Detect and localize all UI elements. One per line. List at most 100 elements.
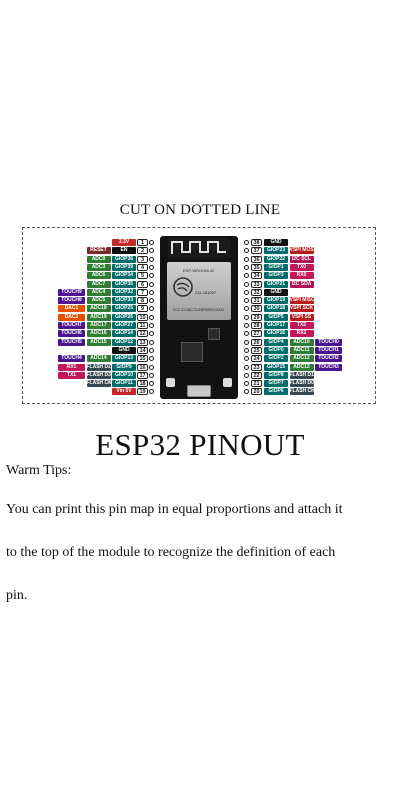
page-title: ESP32 PINOUT [95,427,305,462]
pin-label: TX1 [58,371,85,379]
pin-header-dot [149,323,154,328]
usb-serial-chip [181,342,203,362]
pin-label: GIOP0 [264,346,288,354]
pin-label: GIOP26 [112,313,136,321]
pin-label: ADC7 [86,280,111,288]
pin-label: FLASH CK [289,388,314,396]
pin-label: VSPI SCK [289,305,314,313]
pin-header-dot [149,264,154,270]
pin-label: RX0 [289,272,314,280]
pin-number: 19 [137,388,148,396]
pin-label: GND [112,346,136,354]
pin-label: 3.3V [112,239,136,246]
pin-label: ADC13 [289,363,314,371]
antenna-icon [171,241,226,254]
pin-header-dot [244,323,249,328]
pin-label: RX1 [58,363,85,371]
module-name: ESP-WROOM-32 [183,268,215,273]
pin-label: ADC12 [289,355,314,363]
pin-number: 21 [251,380,262,388]
espressif-logo-icon [173,277,193,297]
pin-number: 27 [251,330,262,338]
pin-number: 12 [137,330,148,338]
pin-label: GIOP10 [112,371,136,379]
pin-label: GIOP35 [112,280,136,288]
pin-label: ADC18 [86,305,111,313]
pin-number: 30 [251,305,262,313]
pin-label: TOUCH3 [315,363,342,371]
pin-header-dot [149,240,154,245]
pin-label: GND [264,239,288,246]
tips-line: You can print this pin map in equal prop… [6,502,343,517]
pin-header-dot [149,389,154,395]
pin-header-dot [244,381,249,387]
pin-label: TOUCH7 [58,322,85,329]
pin-header-dot [244,240,249,245]
pin-label: Vin 5V [112,388,136,396]
pin-label: TOUCH1 [315,346,342,354]
pin-number: 38 [251,239,262,246]
pin-label: GIOP21 [264,280,288,288]
pin-header-dot [149,364,154,370]
pin-header-dot [244,356,249,362]
pin-header-dot [244,306,249,312]
pin-label: TOUCH2 [315,355,342,363]
pin-label: RESET [86,247,111,255]
module-id: 211-161007 [195,290,217,295]
pin-label: GIOP17 [264,322,288,329]
pin-header-dot [244,364,249,370]
pin-number: 9 [137,305,148,313]
tips-line: to the top of the module to recognize th… [6,545,336,560]
pin-label: GIOP25 [112,305,136,313]
pin-label: GIOP36 [112,255,136,263]
pin-number: 15 [137,355,148,363]
pin-label: ADC4 [86,288,111,296]
pin-header-dot [149,298,154,304]
pin-label: ADC3 [86,263,111,271]
module-fcc: FCC ID:2AC7Z-ESPWROOM32 [173,308,225,312]
pin-number: 16 [137,363,148,371]
pin-header-dot [244,347,249,353]
pin-header-dot [244,281,249,287]
pin-label: DAC1 [58,305,85,313]
pin-header-dot [244,289,249,295]
pin-label: GIOP23 [264,247,288,255]
pin-header-dot [149,381,154,387]
pin-header-dot [149,331,154,337]
pin-number: 25 [251,346,262,354]
pin-label: GIOP11 [112,380,136,388]
pin-label: GIOP19 [264,297,288,305]
pin-number: 34 [251,272,262,280]
pin-label: GIOP4 [264,338,288,346]
regulator-chip [208,328,220,340]
pin-label: ADC0 [86,255,111,263]
pin-header-dot [244,256,249,262]
pin-header-dot [149,347,154,353]
pin-number: 4 [137,263,148,271]
pin-label: GIOP5 [264,313,288,321]
pin-number: 36 [251,255,262,263]
pin-label: GND [264,288,288,296]
pin-label: GIOP34 [112,272,136,280]
pin-label: GIOP2 [264,355,288,363]
pin-number: 32 [251,288,262,296]
pin-header-dot [149,306,154,312]
pin-number: 8 [137,297,148,305]
pin-header-dot [149,372,154,378]
pin-header-dot [149,339,154,345]
pin-label: GIOP14 [112,330,136,338]
pin-number: 28 [251,322,262,329]
pin-number: 37 [251,247,262,255]
pin-number: 17 [137,371,148,379]
pin-number: 35 [251,263,262,271]
pin-header-dot [244,273,249,279]
pin-label: ADC19 [86,313,111,321]
pin-label: FLASH CMD [86,380,111,388]
pin-header-dot [244,339,249,345]
pin-number: 1 [137,239,148,246]
pin-header-dot [149,273,154,279]
pin-label: RX2 [289,330,314,338]
pin-label: GIOP6 [264,388,288,396]
cut-line-label: CUT ON DOTTED LINE [119,202,281,218]
pin-label: ADC17 [86,322,111,329]
